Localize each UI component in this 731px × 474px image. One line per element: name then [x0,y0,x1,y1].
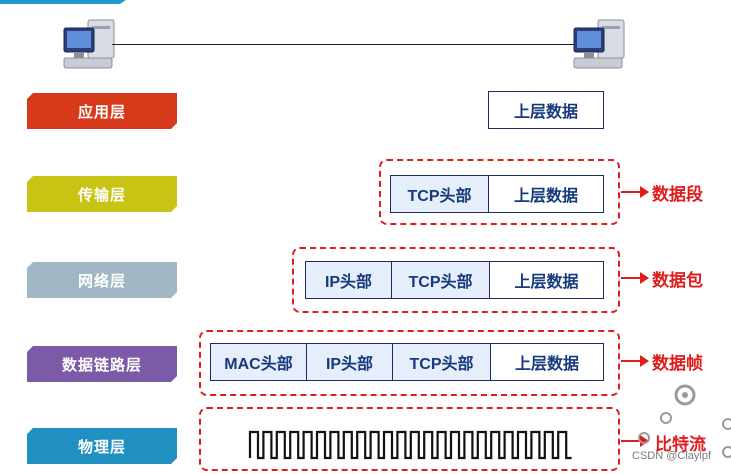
layer-application-label: 应用层 [77,103,126,121]
datalink-dashed-box [199,330,620,396]
unit-bitstream-label: 比特流 [655,435,706,454]
bitstream-waveform-icon [248,430,572,460]
layer-datalink: 数据链路层 [27,346,177,382]
mac-header-cell: MAC头部 [211,344,307,380]
upper-data-cell: 上层数据 [489,176,603,212]
ip-header-cell: IP头部 [306,262,392,298]
segment-arrow-head-icon [640,186,649,198]
upper-data-cell: 上层数据 [490,262,603,298]
corner-tab [0,0,126,4]
right-computer-icon [573,19,625,69]
left-computer-icon [63,19,115,69]
deco-ring-icon [638,432,650,444]
transport-dashed-box [379,159,620,225]
deco-ring-icon [722,418,731,430]
frame-arrow-line [621,360,643,362]
refresh-ring-icon [674,384,696,406]
packet-arrow-head-icon [640,272,649,284]
layer-physical-label: 物理层 [77,438,126,456]
ip-header-cell: IP头部 [307,344,393,380]
layer-application: 应用层 [27,93,177,129]
layer-transport: 传输层 [27,176,177,212]
layer-transport-label: 传输层 [77,186,126,204]
unit-packet-label: 数据包 [652,271,703,290]
layer-network: 网络层 [27,262,177,298]
segment-arrow-line [621,191,643,193]
watermark: CSDN @Claylpf [632,450,712,462]
packet-arrow-line [621,277,643,279]
upper-data-cell: 上层数据 [489,92,603,128]
unit-segment-label: 数据段 [652,185,703,204]
bitstream-arrow-line [621,440,643,442]
tcp-header-cell: TCP头部 [392,262,490,298]
layer-datalink-label: 数据链路层 [61,356,142,374]
application-packet: 上层数据 [488,91,604,129]
network-dashed-box [292,247,620,313]
transport-packet: TCP头部 上层数据 [390,175,604,213]
layer-network-label: 网络层 [77,272,126,290]
physical-dashed-box [199,407,620,471]
tcp-header-cell: TCP头部 [393,344,491,380]
datalink-packet: MAC头部 IP头部 TCP头部 上层数据 [210,343,604,381]
unit-frame-label: 数据帧 [652,354,703,373]
tcp-header-cell: TCP头部 [391,176,489,212]
deco-ring-icon [660,412,672,424]
network-packet: IP头部 TCP头部 上层数据 [305,261,604,299]
layer-physical: 物理层 [27,428,177,464]
frame-arrow-head-icon [640,355,649,367]
deco-ring-icon [722,446,731,458]
upper-data-cell: 上层数据 [491,344,603,380]
network-link-line [112,44,574,45]
